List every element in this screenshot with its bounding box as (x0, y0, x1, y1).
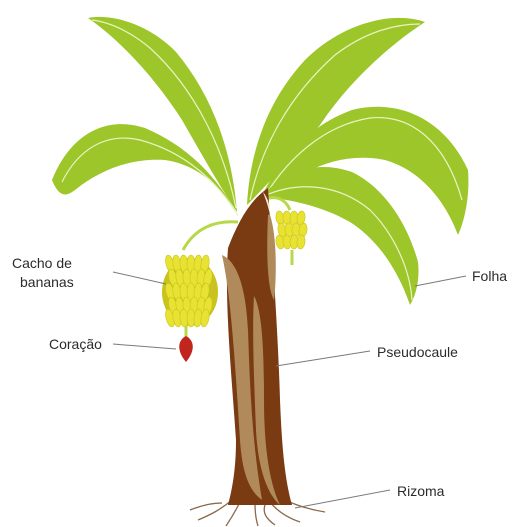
leader-rizoma (295, 490, 390, 508)
banana-finger-small (296, 235, 306, 250)
heart-flower (179, 336, 193, 362)
banana-heart (179, 326, 193, 362)
leader-coracao (113, 344, 176, 349)
label-folha: Folha (472, 268, 507, 284)
banana-bunch-small (275, 210, 308, 265)
leader-folha (415, 276, 466, 286)
banana-bunch (162, 254, 218, 327)
label-cacho-line1: Cacho de (12, 255, 72, 271)
label-cacho-line2: bananas (20, 274, 74, 290)
label-coracao: Coração (49, 336, 102, 352)
label-rizoma: Rizoma (397, 483, 445, 499)
leader-pseudocaule (276, 351, 370, 366)
leader-cacho (113, 272, 166, 284)
label-pseudocaule: Pseudocaule (377, 344, 458, 360)
